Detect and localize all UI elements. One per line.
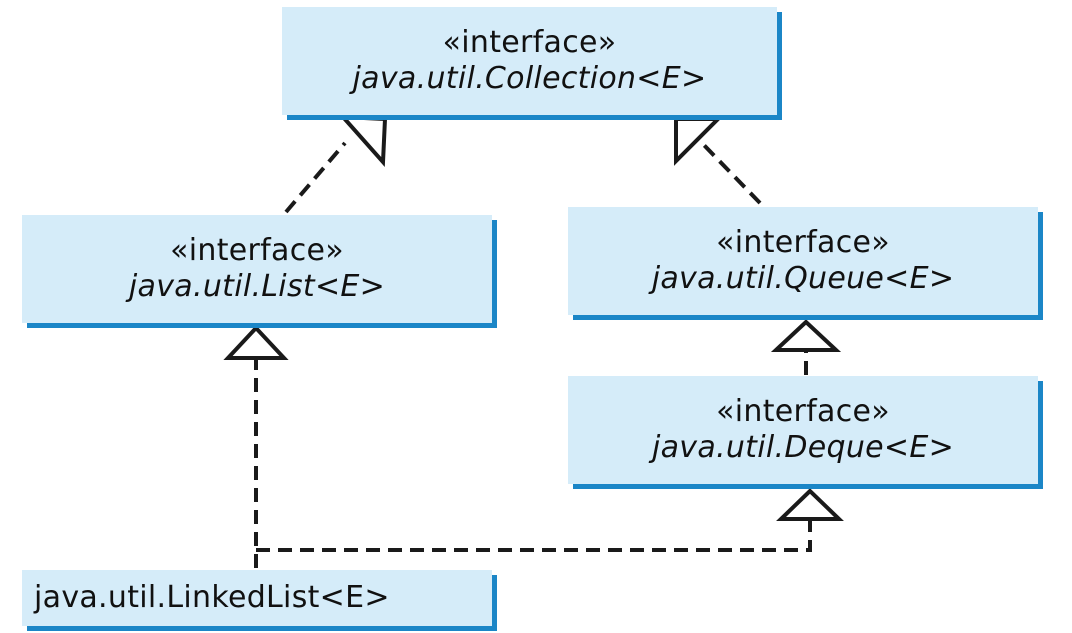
- edge-list-collection: [284, 141, 347, 214]
- deque-interface-box: «interface» java.util.Deque<E>: [568, 376, 1038, 484]
- arrowhead-list: [223, 325, 289, 360]
- arrowhead-deque: [776, 488, 844, 521]
- edge-queue-collection: [698, 139, 762, 205]
- list-interface-box: «interface» java.util.List<E>: [22, 215, 492, 323]
- interface-name: java.util.Collection<E>: [352, 61, 707, 96]
- interface-name: java.util.Deque<E>: [651, 430, 955, 465]
- interface-name: java.util.List<E>: [128, 269, 386, 304]
- linkedlist-class-box: java.util.LinkedList<E>: [22, 570, 492, 626]
- collection-interface-box: «interface» java.util.Collection<E>: [282, 7, 777, 115]
- class-name: java.util.LinkedList<E>: [34, 580, 390, 615]
- stereotype-label: «interface»: [716, 394, 890, 429]
- stereotype-label: «interface»: [442, 25, 617, 60]
- interface-name: java.util.Queue<E>: [651, 261, 955, 296]
- stereotype-label: «interface»: [716, 225, 890, 260]
- edge-linkedlist-deque: [256, 519, 812, 552]
- arrowhead-collection-left: [338, 114, 388, 168]
- stereotype-label: «interface»: [170, 233, 344, 268]
- arrowhead-collection-right: [674, 117, 723, 166]
- queue-interface-box: «interface» java.util.Queue<E>: [568, 207, 1038, 315]
- arrowhead-queue: [770, 319, 842, 352]
